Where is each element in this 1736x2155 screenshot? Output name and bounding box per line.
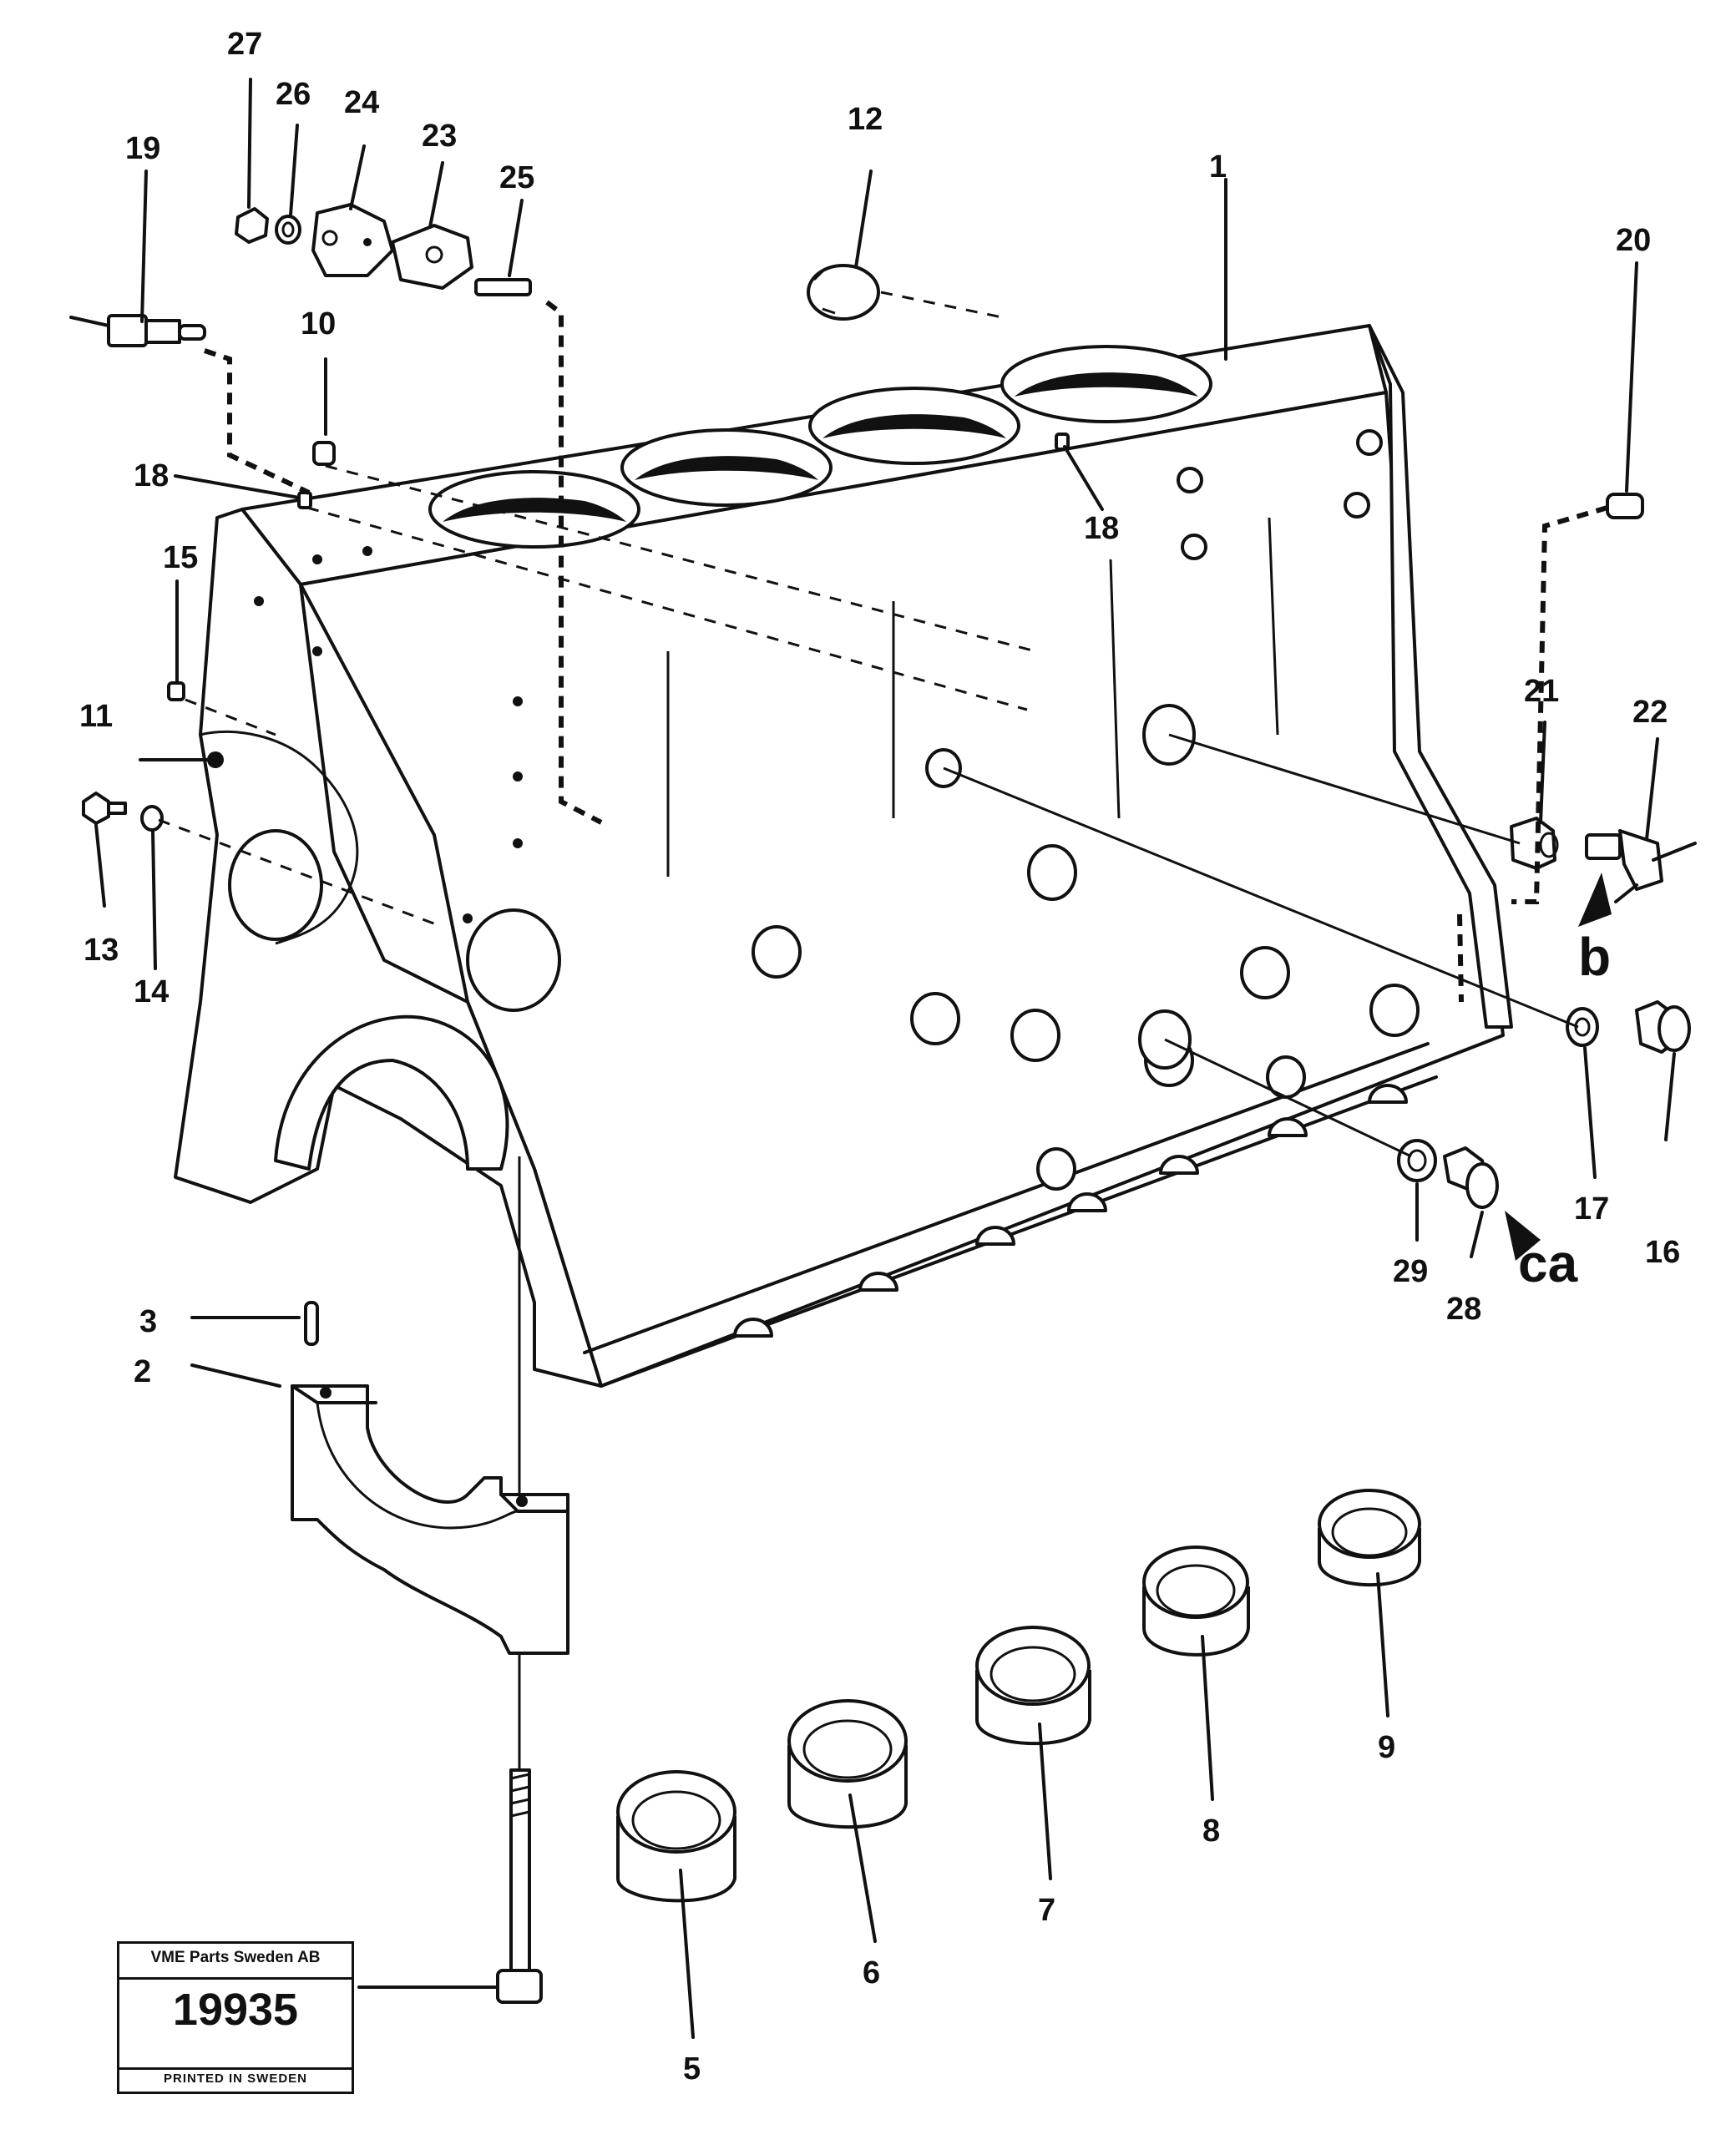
callout-28: 28 xyxy=(1446,1292,1481,1327)
stamp-printed: PRINTED IN SWEDEN xyxy=(163,2072,307,2086)
callout-2: 2 xyxy=(134,1354,151,1389)
washer-29 xyxy=(1397,1139,1437,1182)
dowel-pin xyxy=(304,1301,319,1346)
stud xyxy=(474,278,532,296)
cylinder-block xyxy=(174,324,1513,1388)
callouts: 1 2 3 4 5 6 7 8 9 10 11 12 13 14 15 16 1… xyxy=(79,27,1680,2087)
drawing-number: 19935 xyxy=(172,1985,299,2035)
drawing-stamp: VME Parts Sweden AB 19935 PRINTED IN SWE… xyxy=(117,1941,354,2094)
cover-plate xyxy=(311,203,394,277)
callout-10: 10 xyxy=(301,306,336,341)
callout-5: 5 xyxy=(683,2051,701,2087)
bearing-shell-6 xyxy=(787,1699,908,1829)
callout-11: 11 xyxy=(79,699,113,734)
washer-14 xyxy=(140,805,164,832)
callout-29: 29 xyxy=(1393,1254,1428,1289)
callout-23: 23 xyxy=(422,119,457,154)
callout-1: 1 xyxy=(1209,149,1227,185)
view-marker-ca: ca xyxy=(1518,1233,1578,1293)
callout-21: 21 xyxy=(1524,674,1559,709)
screw-13 xyxy=(82,792,127,825)
screw-15 xyxy=(167,681,185,701)
view-b-arrow xyxy=(1578,873,1612,927)
leader-lines xyxy=(94,78,1676,2039)
callout-18b: 18 xyxy=(1084,511,1119,546)
washer-17 xyxy=(1566,1007,1599,1047)
callout-16: 16 xyxy=(1645,1235,1680,1270)
bearing-shell-7 xyxy=(975,1626,1091,1746)
view-marker-b: b xyxy=(1578,927,1611,987)
adapter-21 xyxy=(1510,817,1559,870)
callout-24: 24 xyxy=(344,85,379,120)
gasket xyxy=(391,224,473,290)
callout-18a: 18 xyxy=(134,458,169,493)
bearing-shell-5 xyxy=(616,1770,736,1903)
bearing-shell-8 xyxy=(1142,1545,1250,1657)
callout-20: 20 xyxy=(1616,223,1651,258)
plug-10 xyxy=(312,441,336,466)
stamp-company: VME Parts Sweden AB xyxy=(150,1949,321,1966)
drain-cock-22 xyxy=(1585,829,1697,903)
callout-6: 6 xyxy=(863,1955,880,1991)
pin-18-left xyxy=(297,491,312,509)
callout-25: 25 xyxy=(499,160,534,195)
callout-27: 27 xyxy=(227,27,262,62)
cap-bolt xyxy=(496,1768,543,2004)
plug-28 xyxy=(1443,1146,1499,1209)
callout-26: 26 xyxy=(276,77,311,112)
callout-19: 19 xyxy=(125,131,160,166)
nut xyxy=(235,207,269,244)
callout-12: 12 xyxy=(848,102,883,137)
sleeve-20 xyxy=(1606,493,1644,519)
main-bearing-cap xyxy=(291,1384,569,1655)
stamp-divider xyxy=(119,1977,352,1980)
core-plug xyxy=(807,264,880,321)
callout-22: 22 xyxy=(1632,695,1668,730)
callout-9: 9 xyxy=(1378,1730,1395,1765)
view-ca-arrow xyxy=(1505,1211,1541,1261)
callout-13: 13 xyxy=(84,933,119,968)
washer-26 xyxy=(275,215,301,245)
plug-16 xyxy=(1635,1000,1691,1054)
bearing-shell-9 xyxy=(1318,1489,1421,1587)
callout-7: 7 xyxy=(1038,1893,1055,1928)
callout-15: 15 xyxy=(163,540,198,575)
bearing-shells xyxy=(616,1489,1421,1903)
callout-14: 14 xyxy=(134,974,169,1009)
callout-3: 3 xyxy=(139,1304,157,1339)
callout-8: 8 xyxy=(1202,1814,1220,1849)
callout-17: 17 xyxy=(1574,1191,1609,1227)
assembly-lines xyxy=(158,291,1608,1770)
temperature-sender xyxy=(69,314,206,347)
stamp-divider-lower xyxy=(119,2067,352,2070)
